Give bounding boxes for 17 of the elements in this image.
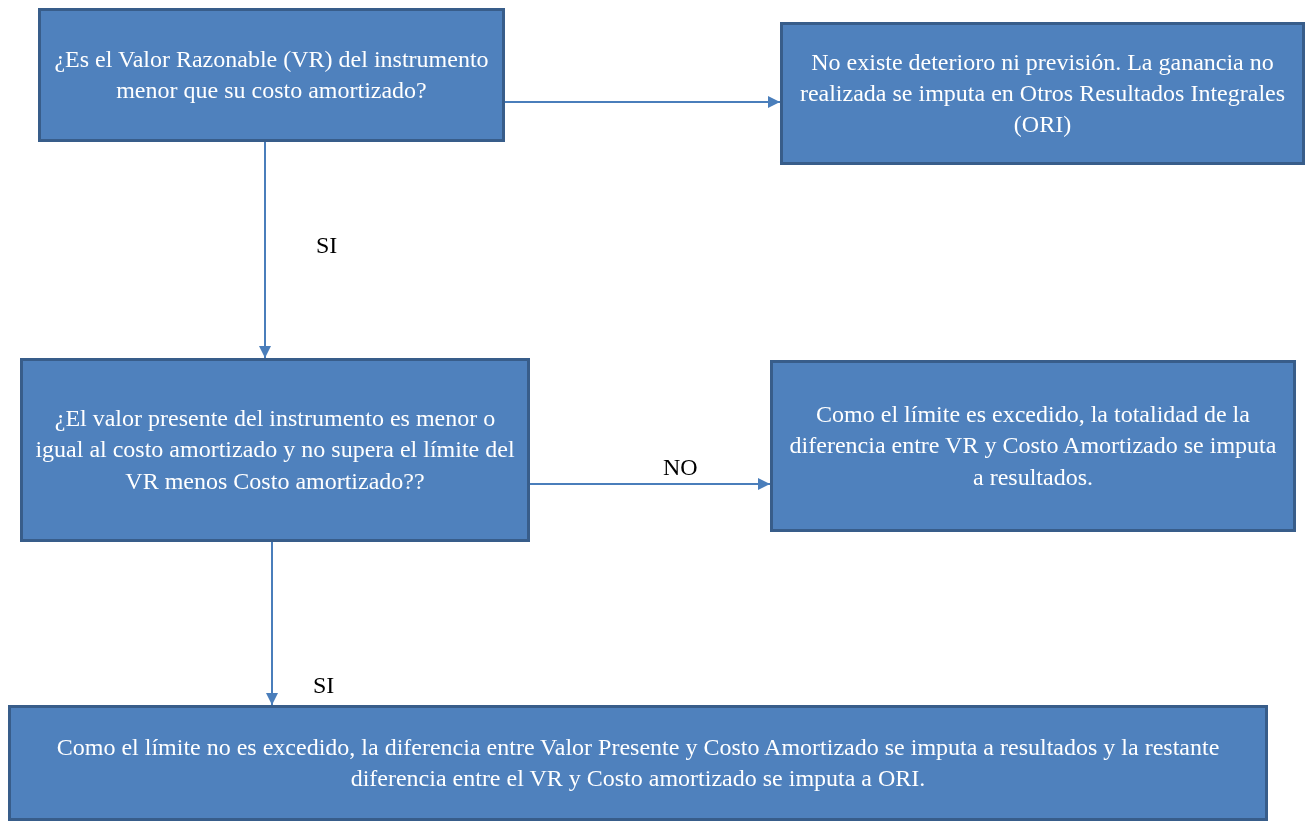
process-box [770, 360, 1296, 532]
box-text: No existe deterioro ni previsión. La ganancia no realizada se imputa en Otros Resultados Integrales (ORI) [798, 47, 1287, 140]
process-box [38, 8, 505, 142]
box-text: ¿Es el Valor Razonable (VR) del instrumento menor que su costo amortizado? [53, 44, 490, 105]
process-box [780, 22, 1305, 165]
process-box [8, 705, 1268, 821]
arrow [259, 141, 271, 359]
edge-label: NO [663, 454, 698, 481]
arrow [529, 478, 771, 490]
box-text: Como el límite es excedido, la totalidad de la diferencia entre VR y Costo Amortizado se imputa a resultados. [788, 400, 1278, 492]
arrow [504, 96, 781, 108]
arrow [266, 541, 278, 706]
edge-label: SI [316, 232, 338, 259]
box-text: ¿El valor presente del instrumento es menor o igual al costo amortizado y no supera el límite del VR menos Costo amortizado?? [34, 404, 516, 496]
box-text: Como el límite no es excedido, la diferencia entre Valor Presente y Costo Amortizado se imputa a resultados y la restante diferencia entre el VR y Costo amortizado se imputa a ORI. [55, 732, 1221, 793]
edge-label: SI [313, 672, 335, 699]
process-box [20, 358, 530, 542]
